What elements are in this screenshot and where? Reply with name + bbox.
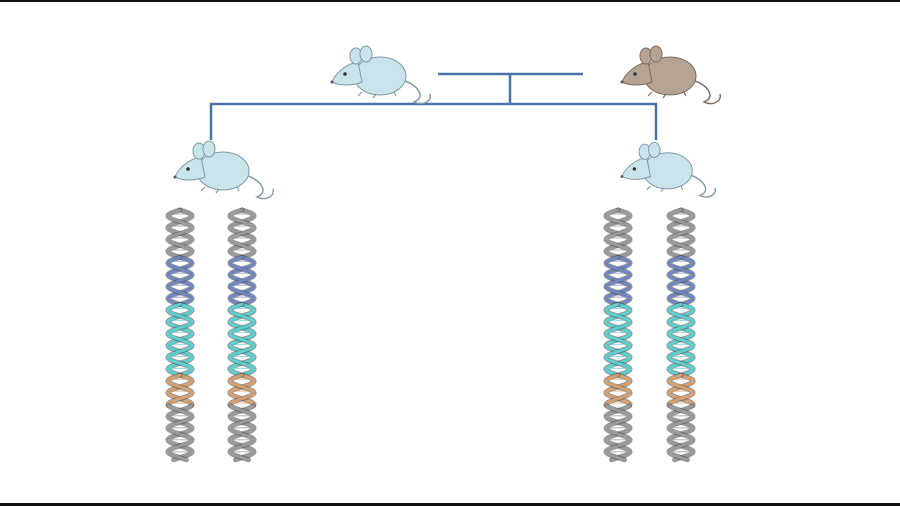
mouse-feet xyxy=(357,91,397,99)
mouse-eye xyxy=(632,167,637,171)
dna-strand xyxy=(667,404,695,462)
mouse-head xyxy=(621,61,653,86)
mouse-tail xyxy=(688,173,717,198)
dna-strand xyxy=(604,373,632,407)
dna-strand xyxy=(604,255,632,306)
offspring-1-mouse xyxy=(173,140,274,200)
dna-segment-flank-bottom xyxy=(603,403,633,463)
dna-segment-gene-orange xyxy=(603,372,633,408)
mouse-tail xyxy=(244,174,274,200)
dna-segment-gene-blue xyxy=(165,254,195,307)
mouse-feet xyxy=(647,91,687,99)
dna-strand xyxy=(667,373,695,407)
dna-segment-gene-blue xyxy=(603,254,633,307)
mouse-eye xyxy=(186,167,190,171)
parent-2-mouse xyxy=(620,45,721,105)
dna-segment-gene-orange xyxy=(227,372,257,408)
mice xyxy=(173,45,721,200)
mouse-tail xyxy=(401,79,431,105)
dna-segment-flank-top xyxy=(165,207,195,260)
dna-strand xyxy=(228,373,256,407)
offspring-2-mouse xyxy=(620,141,717,198)
mouse-feet xyxy=(200,186,240,194)
dna-segment-flank-top xyxy=(227,207,257,260)
dna-helix xyxy=(165,207,195,463)
dna-strand xyxy=(166,255,194,306)
dna-segment-gene-cyan xyxy=(165,301,195,377)
dna-strand xyxy=(228,208,256,259)
dna-strand xyxy=(604,208,632,259)
dna-strand xyxy=(604,404,632,462)
dna-strand xyxy=(667,255,695,306)
mouse-nose xyxy=(620,175,624,178)
dna-strand xyxy=(166,373,194,407)
mouse-nose xyxy=(330,80,334,84)
mouse-ear xyxy=(359,45,373,63)
mouse-body xyxy=(196,151,250,191)
mouse-nose xyxy=(620,80,624,84)
dna-segment-gene-cyan xyxy=(666,301,696,377)
dna-strand xyxy=(166,404,194,462)
dna-strand xyxy=(166,208,194,259)
dna-strand xyxy=(166,373,194,407)
sibling-line xyxy=(209,102,658,140)
mouse-body xyxy=(643,56,697,96)
mouse-head xyxy=(174,156,206,181)
dna-segment-gene-blue xyxy=(227,254,257,307)
dna-strand xyxy=(667,208,695,259)
mouse-head xyxy=(621,156,652,180)
dna-segment-gene-cyan xyxy=(227,301,257,377)
mouse-ear xyxy=(649,45,663,63)
dna-helix xyxy=(603,207,633,463)
mouse-ear xyxy=(648,141,661,158)
dna-strand xyxy=(667,373,695,407)
dna-helix xyxy=(227,207,257,463)
mouse-head xyxy=(331,61,363,86)
mouse-eye xyxy=(343,72,347,76)
dna-segment-flank-top xyxy=(666,207,696,260)
dna-segment-gene-blue xyxy=(666,254,696,307)
dna-segment-flank-bottom xyxy=(666,403,696,463)
dna-strand xyxy=(228,373,256,407)
dna-strand xyxy=(604,373,632,407)
dna-segment-gene-orange xyxy=(666,372,696,408)
dna-segment-gene-orange xyxy=(165,372,195,408)
dna-strand xyxy=(228,404,256,462)
dna-helix xyxy=(666,207,696,463)
dna-helices xyxy=(165,207,696,463)
mouse-ear xyxy=(202,140,216,158)
mouse-tail xyxy=(691,79,721,105)
mouse-feet xyxy=(646,185,684,193)
frame-top-border xyxy=(0,0,900,2)
pedigree-lines xyxy=(209,72,658,140)
mouse-body xyxy=(353,56,407,96)
frame-bottom-border xyxy=(0,503,900,506)
dna-strand xyxy=(228,255,256,306)
dna-segment-gene-cyan xyxy=(603,301,633,377)
parent-1-mouse xyxy=(330,45,431,105)
dna-segment-flank-bottom xyxy=(227,403,257,463)
dna-segment-flank-bottom xyxy=(165,403,195,463)
dna-segment-flank-top xyxy=(603,207,633,260)
mouse-nose xyxy=(173,175,177,179)
mouse-body xyxy=(642,152,693,190)
mouse-eye xyxy=(633,72,637,76)
